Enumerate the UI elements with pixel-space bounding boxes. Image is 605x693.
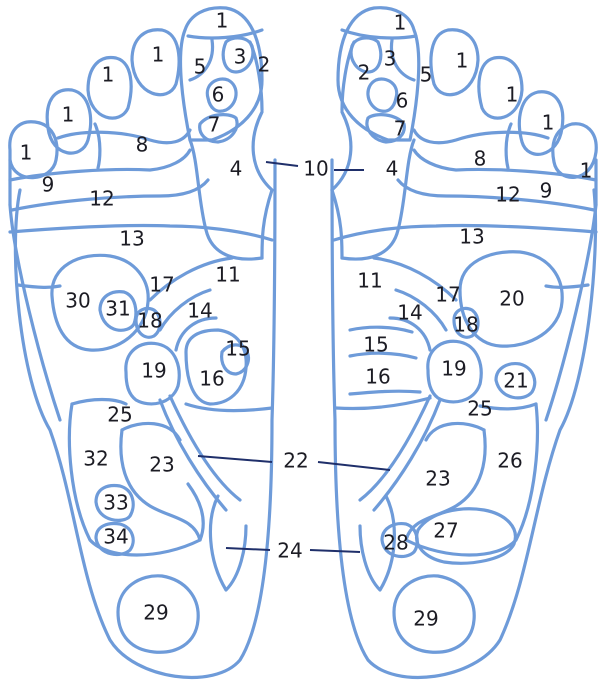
right-label-7: 7 — [394, 117, 407, 141]
right-label-4: 4 — [386, 157, 399, 181]
left-label-23: 23 — [149, 453, 174, 477]
left-label-17: 17 — [149, 273, 174, 297]
left-label-8: 8 — [136, 133, 149, 157]
right-label-3: 3 — [384, 47, 397, 71]
right-label-1-second-toe: 1 — [456, 49, 469, 73]
left-label-9: 9 — [42, 173, 55, 197]
right-toe-4 — [431, 30, 478, 95]
right-label-28: 28 — [383, 531, 408, 555]
label-22: 22 — [283, 449, 308, 473]
right-label-1-small-toe: 1 — [580, 159, 593, 183]
right-label-6: 6 — [396, 89, 409, 113]
right-label-27: 27 — [433, 519, 458, 543]
left-label-18: 18 — [137, 309, 162, 333]
right-label-17: 17 — [435, 283, 460, 307]
right-label-25: 25 — [467, 397, 492, 421]
right-label-8: 8 — [474, 147, 487, 171]
left-label-1-fourth-toe: 1 — [62, 103, 75, 127]
left-label-19: 19 — [141, 359, 166, 383]
left-label-32: 32 — [83, 447, 108, 471]
right-label-20: 20 — [499, 287, 524, 311]
right-label-9: 9 — [540, 179, 553, 203]
left-label-1-third-toe: 1 — [102, 63, 115, 87]
left-label-14: 14 — [187, 299, 212, 323]
left-label-30: 30 — [65, 289, 90, 313]
left-label-34: 34 — [103, 525, 128, 549]
right-label-18: 18 — [453, 313, 478, 337]
left-label-29: 29 — [143, 601, 168, 625]
right-label-16: 16 — [365, 365, 390, 389]
left-label-6: 6 — [212, 83, 225, 107]
right-label-29: 29 — [413, 607, 438, 631]
right-label-5: 5 — [420, 63, 433, 87]
left-label-12: 12 — [89, 187, 114, 211]
left-label-31: 31 — [105, 297, 130, 321]
right-label-1-third-toe: 1 — [506, 83, 519, 107]
left-label-1-second-toe: 1 — [152, 43, 165, 67]
left-label-16: 16 — [199, 367, 224, 391]
right-label-2: 2 — [358, 61, 371, 85]
right-label-13: 13 — [459, 225, 484, 249]
left-foot-labels: 1 1 1 1 1 2 3 4 5 6 7 8 9 11 12 13 14 15… — [20, 9, 271, 625]
shared-labels: 10 22 24 — [277, 157, 328, 563]
right-label-19: 19 — [441, 357, 466, 381]
left-label-15: 15 — [225, 337, 250, 361]
left-label-4: 4 — [230, 157, 243, 181]
right-label-1-big-toe: 1 — [394, 11, 407, 35]
left-label-11: 11 — [215, 263, 240, 287]
left-label-1-small-toe: 1 — [20, 141, 33, 165]
right-label-26: 26 — [497, 449, 522, 473]
right-label-14: 14 — [397, 301, 422, 325]
left-label-25: 25 — [107, 403, 132, 427]
right-label-23: 23 — [425, 467, 450, 491]
label-10: 10 — [303, 157, 328, 181]
left-label-5: 5 — [194, 55, 207, 79]
left-label-13: 13 — [119, 227, 144, 251]
left-label-3: 3 — [234, 45, 247, 69]
left-label-1-big-toe: 1 — [216, 9, 229, 33]
right-label-15: 15 — [363, 333, 388, 357]
left-label-33: 33 — [103, 491, 128, 515]
right-label-21: 21 — [503, 369, 528, 393]
right-label-12: 12 — [495, 183, 520, 207]
right-label-1-fourth-toe: 1 — [542, 111, 555, 135]
left-label-7: 7 — [208, 113, 221, 137]
left-label-2: 2 — [258, 53, 271, 77]
right-label-11: 11 — [357, 269, 382, 293]
label-24: 24 — [277, 539, 302, 563]
